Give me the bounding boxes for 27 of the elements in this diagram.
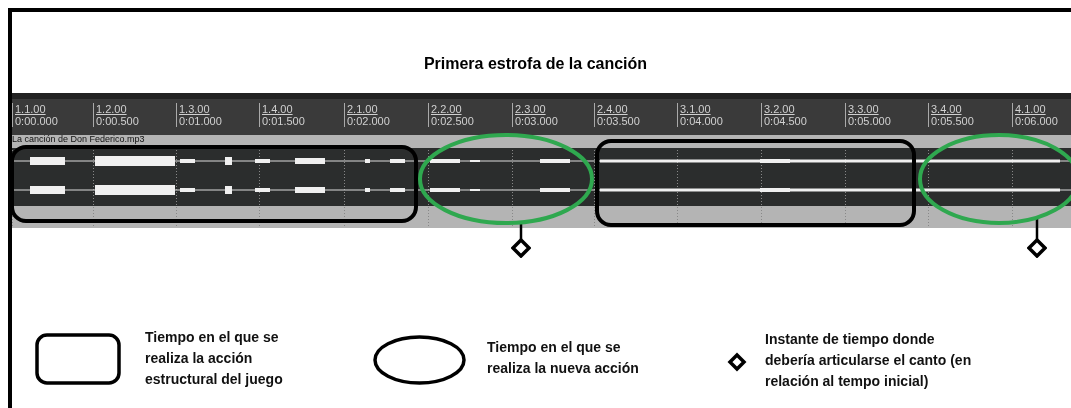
time-label: 0:02.000 xyxy=(347,115,390,127)
time-label: 0:03.000 xyxy=(515,115,558,127)
diagram-title: Primera estrofa de la canción xyxy=(423,55,648,72)
time-label: 0:05.000 xyxy=(848,115,891,127)
time-label: 0:05.500 xyxy=(931,115,974,127)
time-label: 0:00.000 xyxy=(15,115,58,127)
time-label: 0:00.500 xyxy=(96,115,139,127)
time-label: 0:04.000 xyxy=(680,115,723,127)
time-label: 0:03.500 xyxy=(597,115,640,127)
bar-beat-label: 3.4.00 xyxy=(931,103,962,115)
legend-text: Instante de tiempo donde debería articularse el canto (en relación al tempo inicial) xyxy=(765,330,973,391)
bar-beat-label: 2.1.00 xyxy=(347,103,378,115)
time-label: 0:01.000 xyxy=(179,115,222,127)
bar-beat-label: 2.4.00 xyxy=(597,103,628,115)
bar-beat-label: 1.3.00 xyxy=(179,103,210,115)
bar-beat-label: 1.4.00 xyxy=(262,103,293,115)
bar-beat-label: 2.2.00 xyxy=(431,103,462,115)
time-label: 0:02.500 xyxy=(431,115,474,127)
connector-line xyxy=(1035,217,1039,239)
legend-text: Tiempo en el que se realiza la acción estructural del juego xyxy=(145,328,284,389)
time-label: 0:04.500 xyxy=(764,115,807,127)
bar-beat-label: 1.2.00 xyxy=(96,103,127,115)
legend-text: Tiempo en el que se realiza la nueva acción xyxy=(487,338,640,378)
time-label: 0:01.500 xyxy=(262,115,305,127)
bar-beat-label: 3.2.00 xyxy=(764,103,795,115)
time-label: 0:06.000 xyxy=(1015,115,1058,127)
bar-beat-label: 3.3.00 xyxy=(848,103,879,115)
